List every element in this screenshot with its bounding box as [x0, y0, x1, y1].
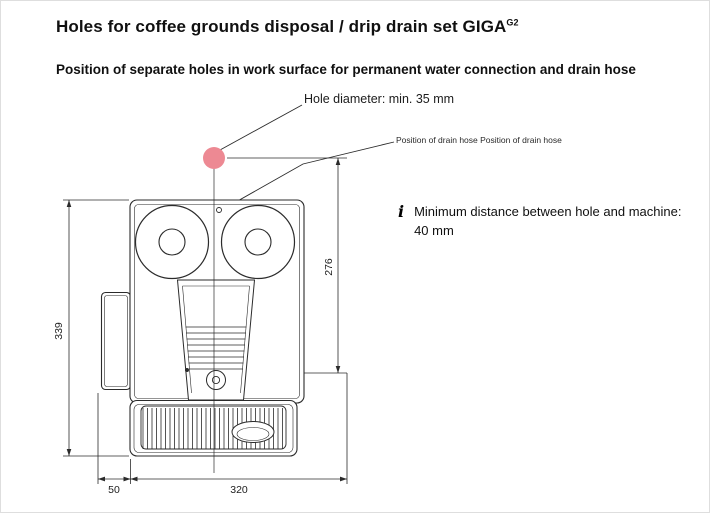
info-note-line2: 40 mm — [414, 222, 454, 238]
drain-hose-leader-line — [219, 141, 395, 212]
spout-unit-inner-lines — [182, 285, 250, 394]
bean-hopper-right-cap — [244, 228, 272, 256]
bean-hopper-left-cap — [158, 228, 186, 256]
info-note: i Minimum distance between hole and mach… — [398, 203, 703, 241]
info-icon: i — [398, 202, 405, 221]
drip-tray-inner-line — [133, 404, 294, 453]
arrowhead-right — [123, 476, 131, 482]
info-note-text: Minimum distance between hole and machin… — [414, 203, 681, 241]
hole-diameter-label: Hole diameter: min. 35 mm — [304, 92, 455, 106]
drill-hole-marker — [203, 147, 225, 169]
spout-detail-dot — [185, 368, 189, 372]
hole-diameter-leader-line — [219, 104, 303, 151]
drain-hose-label: Position of drain hose Position of drain… — [396, 135, 562, 145]
arrowhead-up — [335, 158, 341, 165]
page-title: Holes for coffee grounds disposal / drip… — [56, 17, 519, 37]
machine-top-view — [100, 199, 305, 457]
spout-unit-outline — [176, 279, 256, 401]
page-subtitle: Position of separate holes in work surfa… — [56, 62, 636, 77]
dimension-50-value: 50 — [108, 484, 120, 496]
grounds-disposal-hole-center — [211, 375, 221, 385]
info-note-line1: Minimum distance between hole and machin… — [414, 204, 682, 219]
arrowhead-right — [340, 476, 347, 482]
side-panel-outline — [100, 291, 132, 391]
spout-vent-lines — [185, 326, 247, 370]
page-title-superscript: G2 — [506, 17, 519, 28]
cup-platform-oval — [231, 421, 275, 443]
grounds-disposal-hole — [206, 370, 226, 390]
dimension-320-value: 320 — [230, 484, 248, 496]
arrowhead-down — [335, 366, 341, 373]
page-title-text: Holes for coffee grounds disposal / drip… — [56, 17, 507, 36]
drain-hose-position-marker — [216, 207, 222, 213]
dimension-276-value: 276 — [323, 258, 335, 276]
arrowhead-down — [66, 449, 72, 456]
arrowhead-up — [66, 200, 72, 207]
dimension-depth-value: 339 — [53, 322, 65, 340]
side-panel-inner-line — [104, 295, 128, 387]
dimension-bottom — [97, 393, 347, 484]
arrowhead-left — [130, 476, 138, 482]
cup-platform-oval-inner — [236, 427, 270, 441]
dimension-depth — [63, 199, 129, 457]
leader-lines — [219, 104, 395, 212]
arrowhead-left — [98, 476, 105, 482]
